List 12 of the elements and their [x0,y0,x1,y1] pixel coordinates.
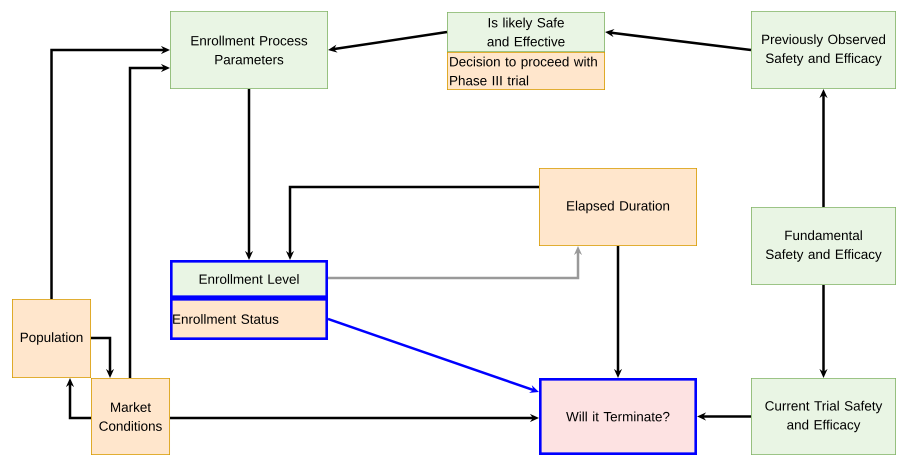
process-box: Decision to proceed with Phase III trial [447,52,605,90]
process-box: Population [12,299,91,378]
process-box: Previously Observed Safety and Efficacy [751,11,896,89]
process-box: Fundamental Safety and Efficacy [751,206,896,285]
status-box: Enrollment Status [170,298,328,340]
process-box: Current Trial Safety and Efficacy [751,378,896,455]
process-box: Elapsed Duration [539,168,697,246]
process-box: Enrollment Process Parameters [170,11,328,89]
status-box: Enrollment Level [170,260,328,298]
process-box: Market Conditions [91,378,170,455]
process-box: Is likely Safe and Effective [447,12,605,52]
status-box: Will it Terminate? [539,378,697,455]
